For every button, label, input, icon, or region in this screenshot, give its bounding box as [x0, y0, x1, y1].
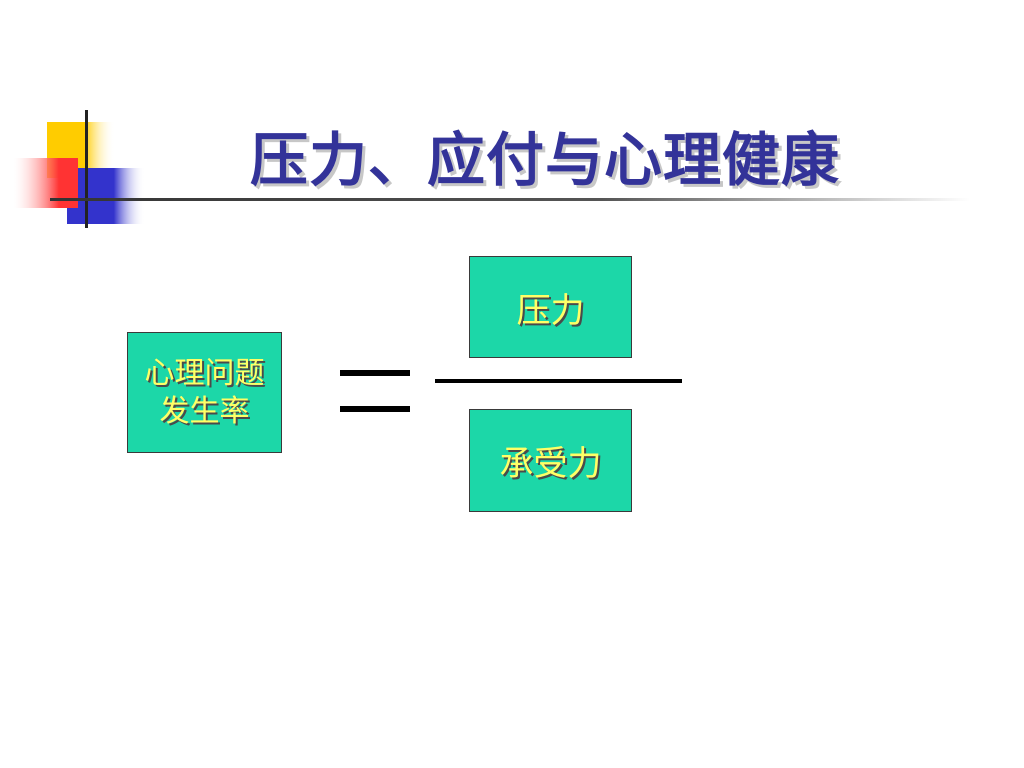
deco-blue-square — [67, 168, 145, 224]
equals-sign — [340, 370, 410, 412]
psych-problem-rate-label-line2: 发生率 — [159, 393, 250, 429]
equals-bar-top — [340, 370, 410, 376]
denominator-tolerance-box: 承受力 — [469, 409, 632, 512]
psych-problem-rate-box: 心理问题 发生率 — [127, 332, 282, 453]
psych-problem-rate-label-line1: 心理问题 — [144, 355, 265, 391]
equals-bar-bottom — [340, 406, 410, 412]
numerator-stress-box: 压力 — [469, 256, 632, 358]
deco-vertical-line — [85, 110, 88, 228]
denominator-tolerance-label: 承受力 — [499, 444, 602, 484]
fraction-bar — [435, 379, 682, 383]
title-underline — [50, 198, 970, 201]
slide-title: 压力、应付与心理健康 — [250, 126, 841, 194]
numerator-stress-label: 压力 — [516, 290, 585, 331]
